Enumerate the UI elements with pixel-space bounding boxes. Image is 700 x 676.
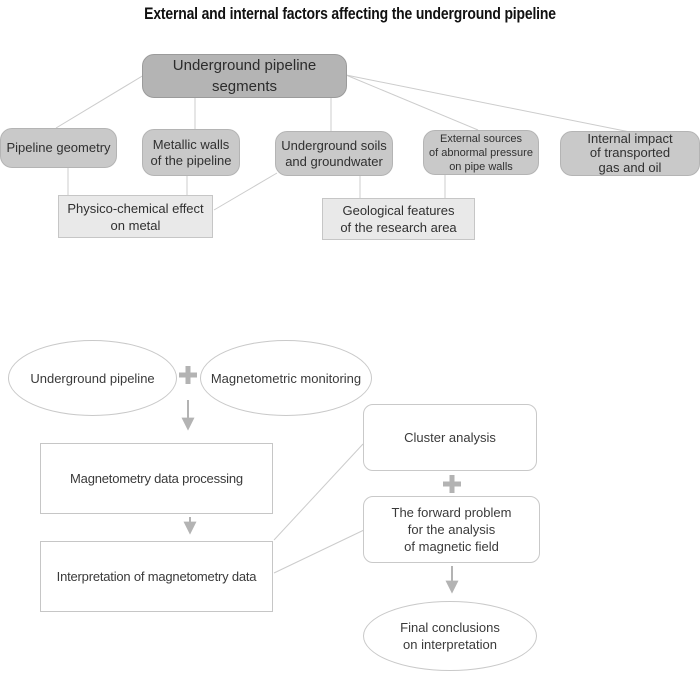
- page-title-text: External and internal factors affecting …: [144, 4, 556, 23]
- node-physico-chemical-effect: Physico-chemical effect on metal: [58, 195, 213, 238]
- node-external-sources: External sources of abnormal pressure on…: [423, 130, 539, 175]
- connector-soils-physico: [213, 172, 278, 211]
- node-underground-pipeline-segments: Underground pipeline segments: [142, 54, 347, 98]
- node-internal-impact: Internal impact of transported gas and o…: [560, 131, 700, 176]
- ellipse-final-conclusions: Final conclusions on interpretation: [363, 601, 537, 671]
- page-title: External and internal factors affecting …: [0, 4, 700, 24]
- connector-root-internal-impact: [345, 74, 631, 133]
- connector-cluster-interpretation: [273, 443, 364, 541]
- node-cluster-analysis: Cluster analysis: [363, 404, 537, 471]
- node-interpretation-magnetometry-data: Interpretation of magnetometry data: [40, 541, 273, 612]
- ellipse-underground-pipeline: Underground pipeline: [8, 340, 177, 416]
- plus-icon: [179, 366, 197, 384]
- connector-interpretation-forward: [273, 529, 365, 574]
- node-underground-soils: Underground soils and groundwater: [275, 131, 393, 176]
- node-geological-features: Geological features of the research area: [322, 198, 475, 240]
- ellipse-magnetometric-monitoring: Magnetometric monitoring: [200, 340, 372, 416]
- connector-root-external-sources: [345, 74, 479, 131]
- connector-root-pipeline-geometry: [55, 74, 145, 129]
- plus-icon: [443, 475, 461, 493]
- node-pipeline-geometry: Pipeline geometry: [0, 128, 117, 168]
- node-forward-problem: The forward problem for the analysis of …: [363, 496, 540, 563]
- node-metallic-walls: Metallic walls of the pipeline: [142, 129, 240, 176]
- node-magnetometry-data-processing: Magnetometry data processing: [40, 443, 273, 514]
